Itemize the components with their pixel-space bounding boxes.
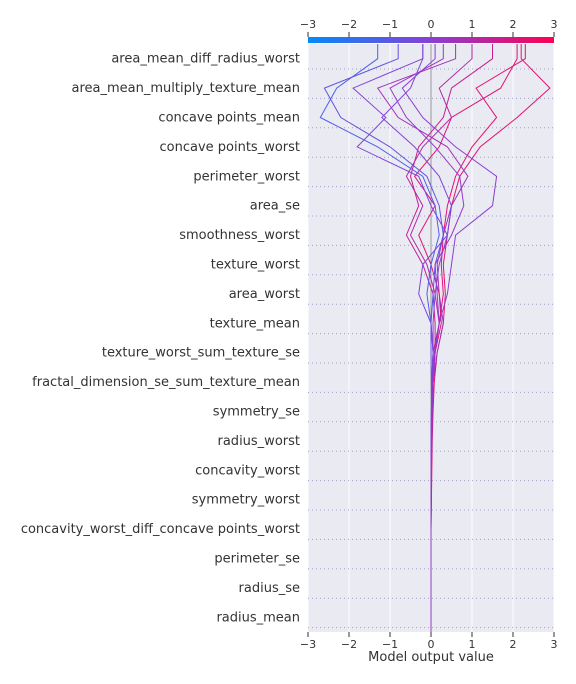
x-axis-title: Model output value (368, 650, 494, 665)
feature-label: perimeter_worst (193, 169, 300, 184)
colorbar-tick-label: 2 (510, 18, 517, 31)
feature-label: symmetry_se (213, 405, 300, 420)
feature-label: texture_worst (211, 258, 300, 273)
feature-label: texture_worst_sum_texture_se (102, 346, 300, 361)
feature-label: area_se (250, 199, 300, 214)
colorbar (308, 37, 554, 43)
feature-label: fractal_dimension_se_sum_texture_mean (32, 375, 300, 390)
feature-label: perimeter_se (214, 552, 300, 567)
feature-label: concave points_worst (159, 140, 300, 155)
feature-label: area_mean_diff_radius_worst (111, 52, 300, 67)
feature-label: texture_mean (210, 316, 300, 331)
horizontal-gridlines (308, 68, 554, 629)
colorbar-tick-label: −3 (300, 18, 316, 31)
decision-lines (319, 44, 551, 632)
colorbar-tick-label: 3 (551, 18, 558, 31)
x-tick-label: 1 (469, 638, 476, 651)
feature-label: radius_worst (218, 434, 301, 449)
x-axis-ticks: −3 −2 −1 0 1 2 3 (300, 632, 558, 651)
feature-label: radius_mean (216, 610, 300, 625)
x-tick-label: 0 (428, 638, 435, 651)
x-tick-label: −3 (300, 638, 316, 651)
colorbar-ticks: −3 −2 −1 0 1 2 3 (300, 18, 558, 37)
x-tick-label: 2 (510, 638, 517, 651)
feature-label: smoothness_worst (179, 228, 300, 243)
feature-label: radius_se (239, 581, 300, 596)
colorbar-tick-label: 1 (469, 18, 476, 31)
feature-label: area_mean_multiply_texture_mean (72, 81, 300, 96)
feature-label: area_worst (229, 287, 300, 302)
colorbar-tick-label: 0 (428, 18, 435, 31)
feature-label: symmetry_worst (192, 493, 300, 508)
x-tick-label: 3 (551, 638, 558, 651)
colorbar-tick-label: −1 (382, 18, 398, 31)
x-tick-label: −2 (341, 638, 357, 651)
feature-labels: area_mean_diff_radius_worst area_mean_mul… (21, 52, 300, 626)
colorbar-tick-label: −2 (341, 18, 357, 31)
decision-line (389, 44, 465, 632)
feature-label: concavity_worst_diff_concave points_wors… (21, 522, 300, 537)
feature-label: concavity_worst (195, 463, 300, 478)
feature-label: concave points_mean (158, 111, 300, 126)
x-tick-label: −1 (382, 638, 398, 651)
